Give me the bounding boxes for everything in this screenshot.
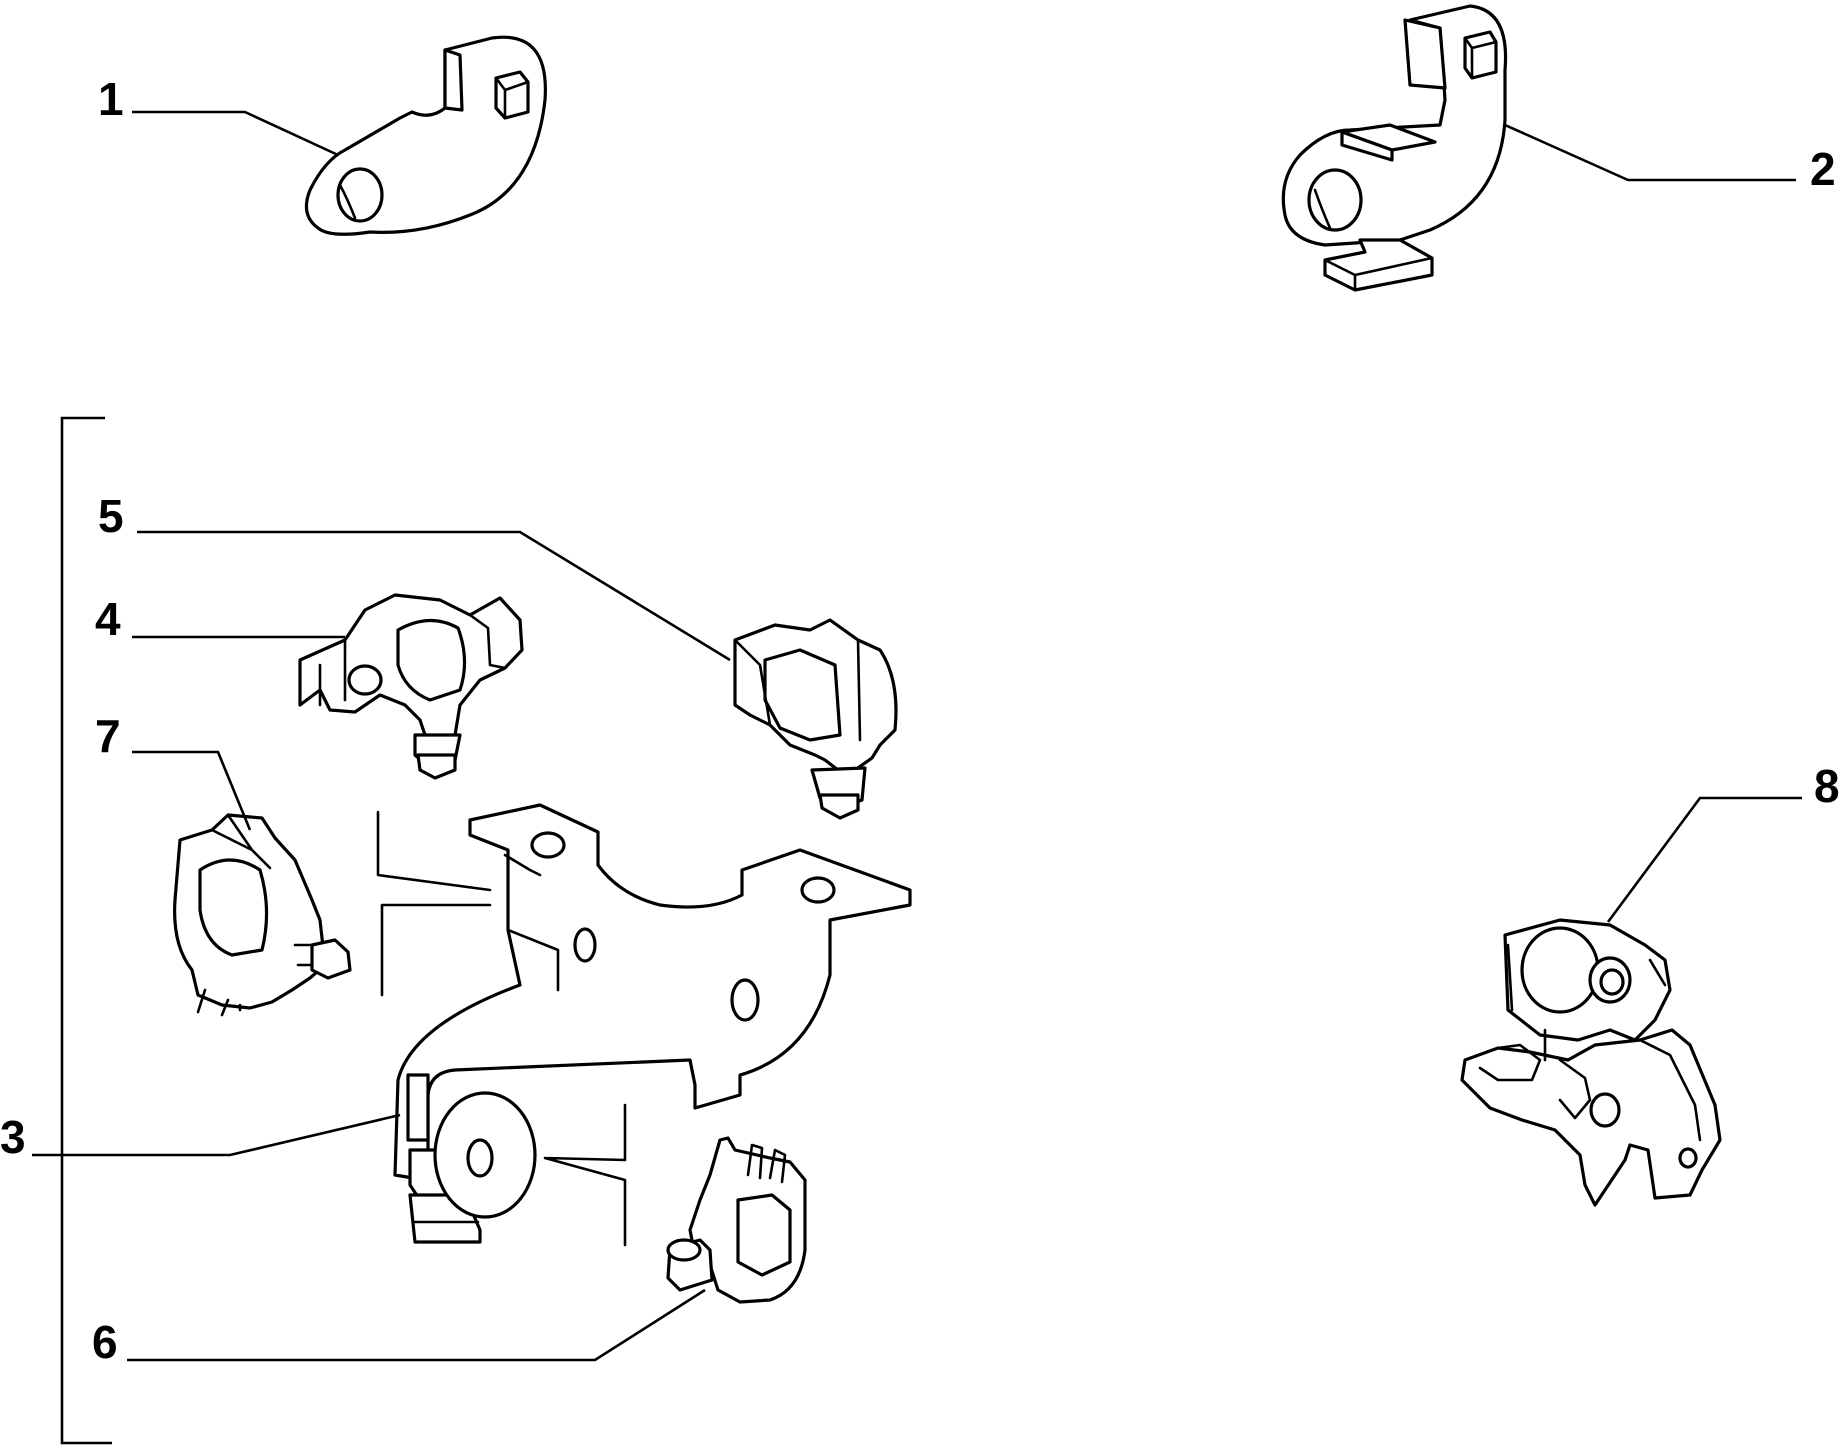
leader-3 (32, 1113, 401, 1157)
part-3-main-bracket (376, 803, 912, 1247)
part-4-double-clip (298, 593, 524, 780)
leader-7 (132, 750, 252, 831)
callout-4: 4 (95, 593, 121, 645)
part-8-bracket-assembly (1460, 918, 1722, 1207)
callout-labels: 1 2 3 4 5 6 7 8 (0, 73, 1840, 1368)
part-6-clip-with-pin (666, 1136, 807, 1304)
leader-2 (1504, 123, 1796, 182)
callout-6: 6 (92, 1316, 118, 1368)
leader-8 (1606, 796, 1802, 923)
callout-3: 3 (0, 1111, 26, 1163)
callout-5: 5 (98, 490, 124, 542)
leader-lines (32, 110, 1802, 1445)
leader-1 (132, 110, 339, 157)
callout-2: 2 (1810, 143, 1836, 195)
callout-7: 7 (95, 710, 121, 762)
callout-1: 1 (98, 73, 124, 125)
part-5-clip (733, 618, 898, 820)
group-bracket (60, 416, 112, 1445)
part-2-lever-bracket (1281, 4, 1508, 292)
part-7-small-clip (173, 813, 352, 1017)
callout-8: 8 (1814, 760, 1840, 812)
leader-6 (127, 1288, 706, 1362)
leader-5 (137, 530, 731, 662)
part-1-lever-plate (304, 35, 547, 236)
